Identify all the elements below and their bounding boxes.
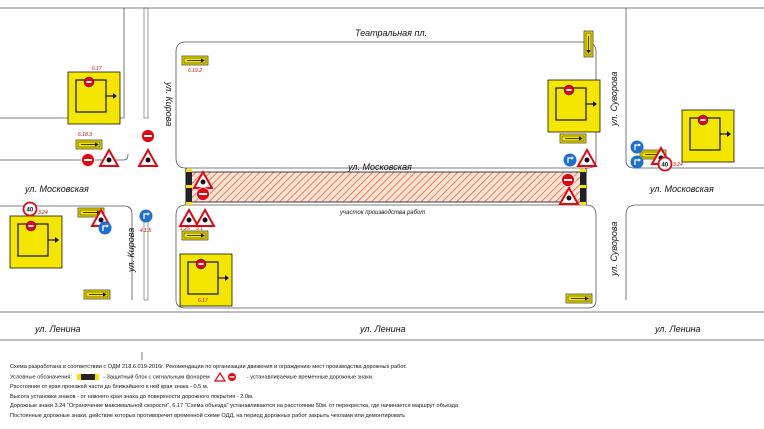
sign-code-1-25: 1.25: [180, 226, 190, 232]
note-line-5: Дорожные знаки 3.24 "Ограничение максима…: [10, 403, 458, 410]
work-zone-hatch: [189, 171, 583, 203]
legend-item-2: - устанавливаемые временные дорожные зна…: [246, 374, 374, 381]
no-entry-sign-right: [561, 173, 575, 187]
detour-direction-sign-kirova-south: [181, 230, 209, 241]
speed-limit-value-west: 40: [27, 208, 34, 214]
detour-direction-sign-top-right: [583, 30, 594, 58]
detour-scheme-sign-west: [9, 215, 63, 269]
roadwork-triangle-sign-kirova-nw: [99, 149, 119, 167]
sign-code-3-24-west: 3.24: [38, 210, 48, 216]
no-entry-sign-kirova-nw: [81, 153, 95, 167]
note-line-1: Схема разработана в соответствии с ОДМ 2…: [10, 364, 407, 370]
scheme-notes: Схема разработана в соответствии с ОДМ 2…: [10, 363, 750, 421]
sign-code-6-17-s: 6.17: [198, 298, 208, 304]
street-label-suvorova-top: ул. Суворова: [609, 72, 619, 127]
roadwork-triangle-sign-kirova-median: [138, 149, 158, 167]
legend-item-1: - Защитный блок с сигнальным фонарем: [103, 374, 210, 381]
street-label-moskovskaya-right: ул. Московская: [649, 184, 714, 194]
speed-limit-sign-east: 40: [657, 156, 673, 172]
city-blocks: [0, 8, 764, 360]
sign-code-3-1: 3.1: [196, 226, 203, 232]
sign-code-6-19-2: 6.19.2: [188, 68, 202, 74]
street-label-moskovskaya-center: ул. Московская: [347, 162, 412, 172]
direction-sign-kirova-south-1: [138, 208, 154, 224]
direction-sign-east-1: [629, 139, 645, 155]
kirova-median: [143, 7, 149, 119]
detour-direction-sign-6-19-2: [181, 55, 209, 66]
note-line-3: Расстояние от края проезжей части до бли…: [10, 384, 209, 391]
no-entry-sign-left: [196, 187, 210, 201]
direction-sign-east-2: [629, 154, 645, 170]
street-label-lenina-right: ул. Ленина: [654, 324, 701, 334]
roadwork-triangle-sign-suvorova-north: [577, 149, 597, 167]
legend-line: Условные обозначения: - Защитный блок с …: [10, 372, 750, 383]
detour-direction-sign-lenina-east: [565, 293, 593, 304]
street-label-suvorova-bottom: ул. Суворова: [609, 222, 619, 277]
detour-scheme-sign-ne: [547, 79, 601, 133]
temporary-signs-icon: [214, 372, 237, 383]
note-line-4: Высота установки знаков - от нижнего кра…: [10, 393, 254, 400]
sign-code-6-17-nw: 6.17: [92, 66, 102, 72]
sign-code-6-18-3: 6.18.3: [78, 132, 92, 138]
sign-code-3-24-east: 3.24: [673, 162, 683, 168]
detour-direction-sign-kirova-north: [75, 139, 103, 150]
direction-sign-suvorova-north: [562, 152, 578, 168]
street-label-lenina-center: ул. Ленина: [359, 324, 406, 334]
street-label-moskovskaya-left: ул. Московская: [24, 184, 89, 194]
detour-direction-sign-suvorova-north: [559, 133, 587, 144]
street-label-kirova-top: ул. Кирова: [164, 81, 174, 126]
legend-label: Условные обозначения:: [10, 374, 72, 381]
street-label-lenina-left: ул. Ленина: [34, 324, 81, 334]
roadwork-triangle-sign-kirova-south-2: [195, 209, 215, 227]
detour-scheme-sign-east: [681, 109, 735, 163]
speed-limit-value-east: 40: [662, 163, 669, 169]
protection-block-right-bottom: [580, 185, 586, 205]
sign-code-4-1-5: 4.1.5: [140, 228, 151, 234]
roadwork-triangle-sign-kirova-south: [179, 209, 199, 227]
protection-block-left-bottom: [186, 185, 192, 205]
speed-limit-sign-west: 40: [22, 201, 38, 217]
detour-direction-sign-lenina-west: [83, 289, 111, 300]
note-line-6: Постоянные дорожные знаки, действие кото…: [10, 412, 406, 419]
protection-block-icon: [76, 374, 99, 381]
no-entry-sign-kirova-median: [141, 129, 155, 143]
direction-sign-west-2: [97, 220, 113, 236]
street-label-kirova-bottom: ул. Кирова: [126, 228, 136, 273]
work-zone-label: участок производства работ: [339, 210, 425, 216]
street-label-teatralnaya: Театральная пл.: [355, 28, 427, 38]
detour-scheme-sign-nw: [67, 71, 121, 125]
